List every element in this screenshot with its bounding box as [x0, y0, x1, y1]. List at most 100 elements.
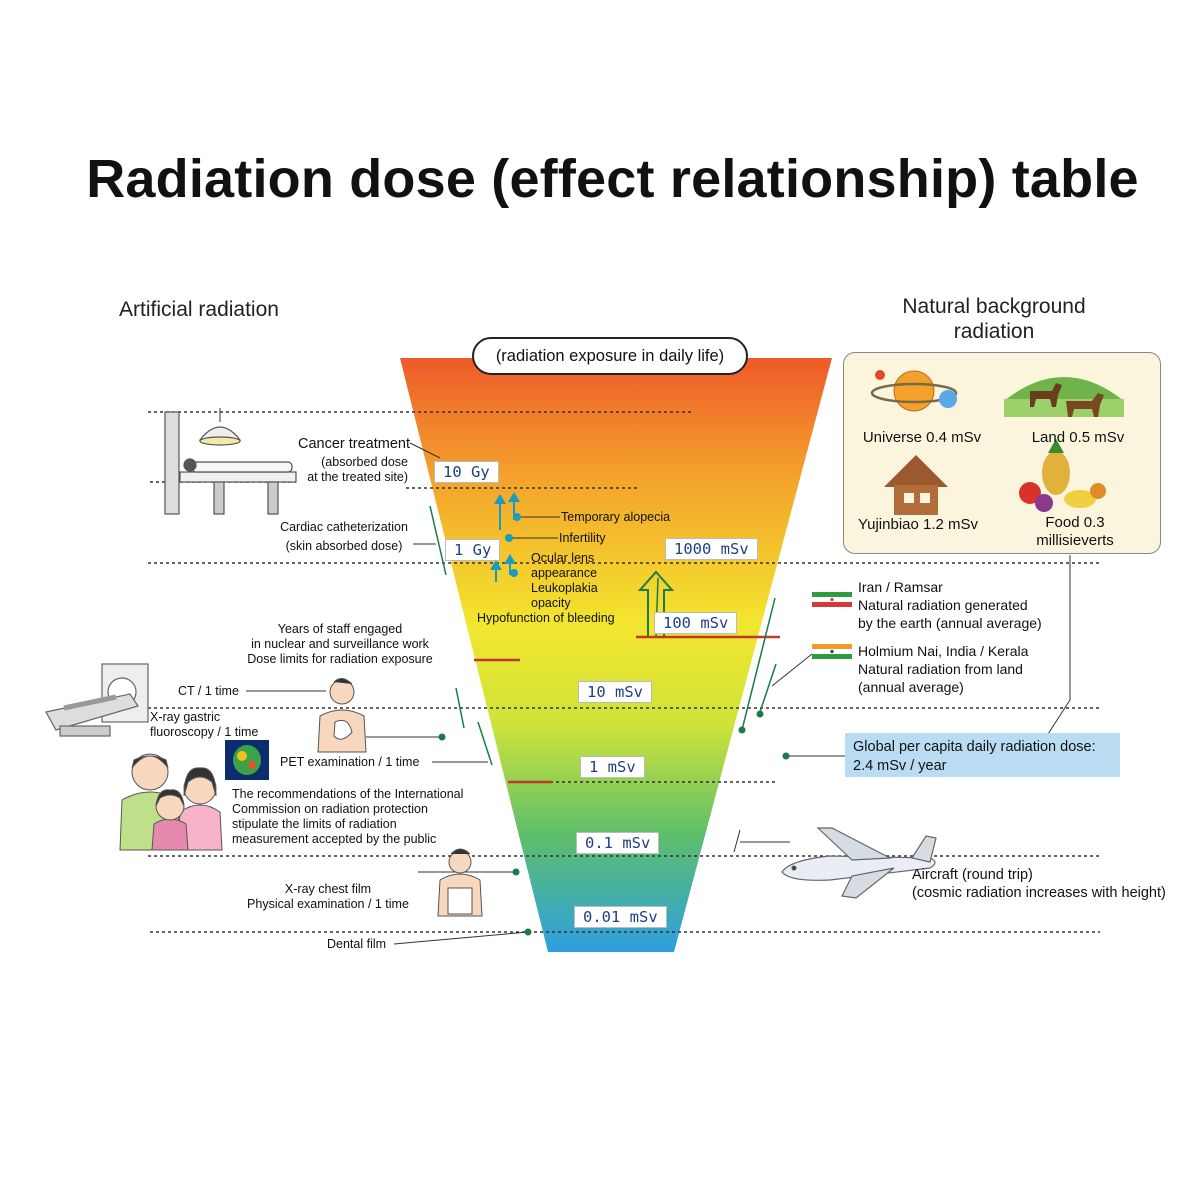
grapes — [1035, 494, 1053, 512]
leader-dental — [393, 931, 529, 945]
connector-dots — [438, 710, 790, 936]
natural-sources-box: Universe 0.4 mSv Land 0.5 mSv Yujinbiao … — [843, 352, 1161, 554]
radiotherapy-illustration — [164, 408, 297, 515]
leader-aircraft-tick — [733, 829, 741, 853]
man-stomach — [333, 719, 353, 740]
cardiac-catheterization-label: Cardiac catheterization (skin absorbed d… — [268, 520, 420, 554]
dose-1msv: 1 mSv — [580, 756, 645, 778]
effect-leuko-line2: opacity — [531, 596, 571, 610]
house-roof — [884, 455, 948, 487]
dose-100msv: 100 mSv — [654, 612, 738, 634]
cardiac-line2: (skin absorbed dose) — [285, 539, 403, 553]
natural-header-line2: radiation — [953, 320, 1035, 343]
xray-film — [447, 887, 473, 915]
icrp-line3: stipulate the limits of radiation — [232, 817, 397, 831]
iran-flag-red — [812, 602, 852, 607]
mother-hair — [183, 767, 217, 797]
iran-line3: by the earth (annual average) — [858, 615, 1042, 631]
leader-india — [771, 653, 813, 687]
natural-radiation-header: Natural background radiation — [880, 294, 1108, 344]
dot-global — [782, 752, 790, 760]
leader-cancer — [409, 442, 441, 459]
effect-alopecia: Temporary alopecia — [561, 510, 671, 524]
icrp-line2: Commission on radiation protection — [232, 802, 428, 816]
india-line1: Holmium Nai, India / Kerala — [858, 643, 1029, 659]
effect-leaders — [513, 516, 560, 539]
dose-001msv: 0.01 mSv — [574, 906, 667, 928]
house-icon — [884, 455, 948, 515]
apple — [1019, 482, 1041, 504]
universe-icon — [870, 370, 958, 412]
range-cardiac — [429, 505, 447, 576]
small-planet-blue — [939, 390, 957, 408]
table-leg-1 — [213, 481, 225, 515]
grass — [1004, 399, 1124, 417]
airplane-wing-bottom — [841, 867, 895, 899]
pet-brain — [233, 745, 261, 775]
effect-arrowhead-1 — [494, 494, 506, 504]
effect-dot-ocular — [510, 569, 518, 577]
food-icon — [1019, 439, 1106, 512]
family-illustration — [119, 753, 223, 851]
airplane-cockpit — [791, 865, 797, 871]
artificial-radiation-header: Artificial radiation — [119, 298, 279, 321]
india-flag-wheel — [830, 649, 834, 654]
page-title: Radiation dose (effect relationship) tab… — [86, 149, 1139, 209]
cancer-sub-line2: at the treated site) — [307, 470, 408, 484]
child-body — [151, 818, 189, 851]
planet-ring — [870, 382, 958, 404]
effect-dot-infertility — [505, 534, 513, 542]
planet-body — [893, 370, 935, 412]
xray-gastric-label: X-ray gastric fluoroscopy / 1 time — [150, 710, 258, 740]
india-line2: Natural radiation from land — [858, 661, 1023, 677]
aircraft-label: Aircraft (round trip) (cosmic radiation … — [912, 866, 1166, 902]
man-hair — [333, 678, 353, 685]
staff-line2: in nuclear and surveillance work — [251, 637, 429, 651]
effect-bleeding: Hypofunction of bleeding — [477, 611, 615, 625]
xray-man-hair — [450, 848, 471, 855]
patient-head — [183, 458, 197, 472]
aircraft-line1: Aircraft (round trip) — [912, 867, 1033, 883]
father-hair — [131, 755, 169, 769]
iran-flag-icon — [812, 592, 852, 607]
ct-scanner-illustration — [45, 663, 149, 737]
ct-patient — [63, 694, 117, 711]
pet-spot-1 — [237, 751, 247, 761]
natural-header-line1: Natural background — [902, 295, 1086, 318]
father-head — [131, 753, 169, 791]
patient-man-illustration — [317, 678, 367, 753]
effect-ocular-line2: appearance — [531, 566, 598, 580]
icrp-line1: The recommendations of the International — [232, 787, 464, 801]
effect-arrowhead-3 — [490, 560, 502, 570]
radiotherapy-wall — [164, 411, 180, 515]
effect-arrowhead-2 — [508, 492, 520, 502]
leader-natural-box — [1047, 555, 1071, 735]
staff-line3: Dose limits for radiation exposure — [247, 652, 433, 666]
iran-line1: Iran / Ramsar — [858, 579, 943, 595]
dot-gastric — [438, 733, 446, 741]
range-iran — [741, 597, 776, 731]
xray-man-head — [448, 850, 472, 874]
cancer-treatment-sub: (absorbed dose at the treated site) — [268, 455, 408, 485]
yujinbiao-label: Yujinbiao 1.2 mSv — [857, 516, 979, 533]
gastric-line1: X-ray gastric — [150, 710, 221, 724]
small-planet-red — [875, 370, 885, 380]
dose-funnel — [400, 358, 832, 952]
india-kerala-label: Holmium Nai, India / Kerala Natural radi… — [858, 642, 1028, 696]
dose-1000msv: 1000 mSv — [665, 538, 758, 560]
effect-leukoplakia: Leukoplakia opacity — [531, 581, 598, 611]
gastric-line2: fluoroscopy / 1 time — [150, 725, 259, 739]
chest-line1: X-ray chest film — [284, 882, 372, 896]
pet-label: PET examination / 1 time — [280, 755, 420, 769]
chest-xray-illustration — [437, 848, 483, 917]
iran-ramsar-label: Iran / Ramsar Natural radiation generate… — [858, 578, 1042, 632]
effect-leuko-line1: Leukoplakia — [531, 581, 598, 595]
dot-iran — [738, 726, 746, 734]
india-flag-green — [812, 654, 852, 659]
increase-arrow-icon — [637, 570, 675, 636]
effect-arrowheads — [490, 492, 521, 577]
airplane-wing-top — [816, 827, 893, 861]
dose-10gy: 10 Gy — [434, 461, 499, 483]
effect-infertility: Infertility — [559, 531, 606, 545]
